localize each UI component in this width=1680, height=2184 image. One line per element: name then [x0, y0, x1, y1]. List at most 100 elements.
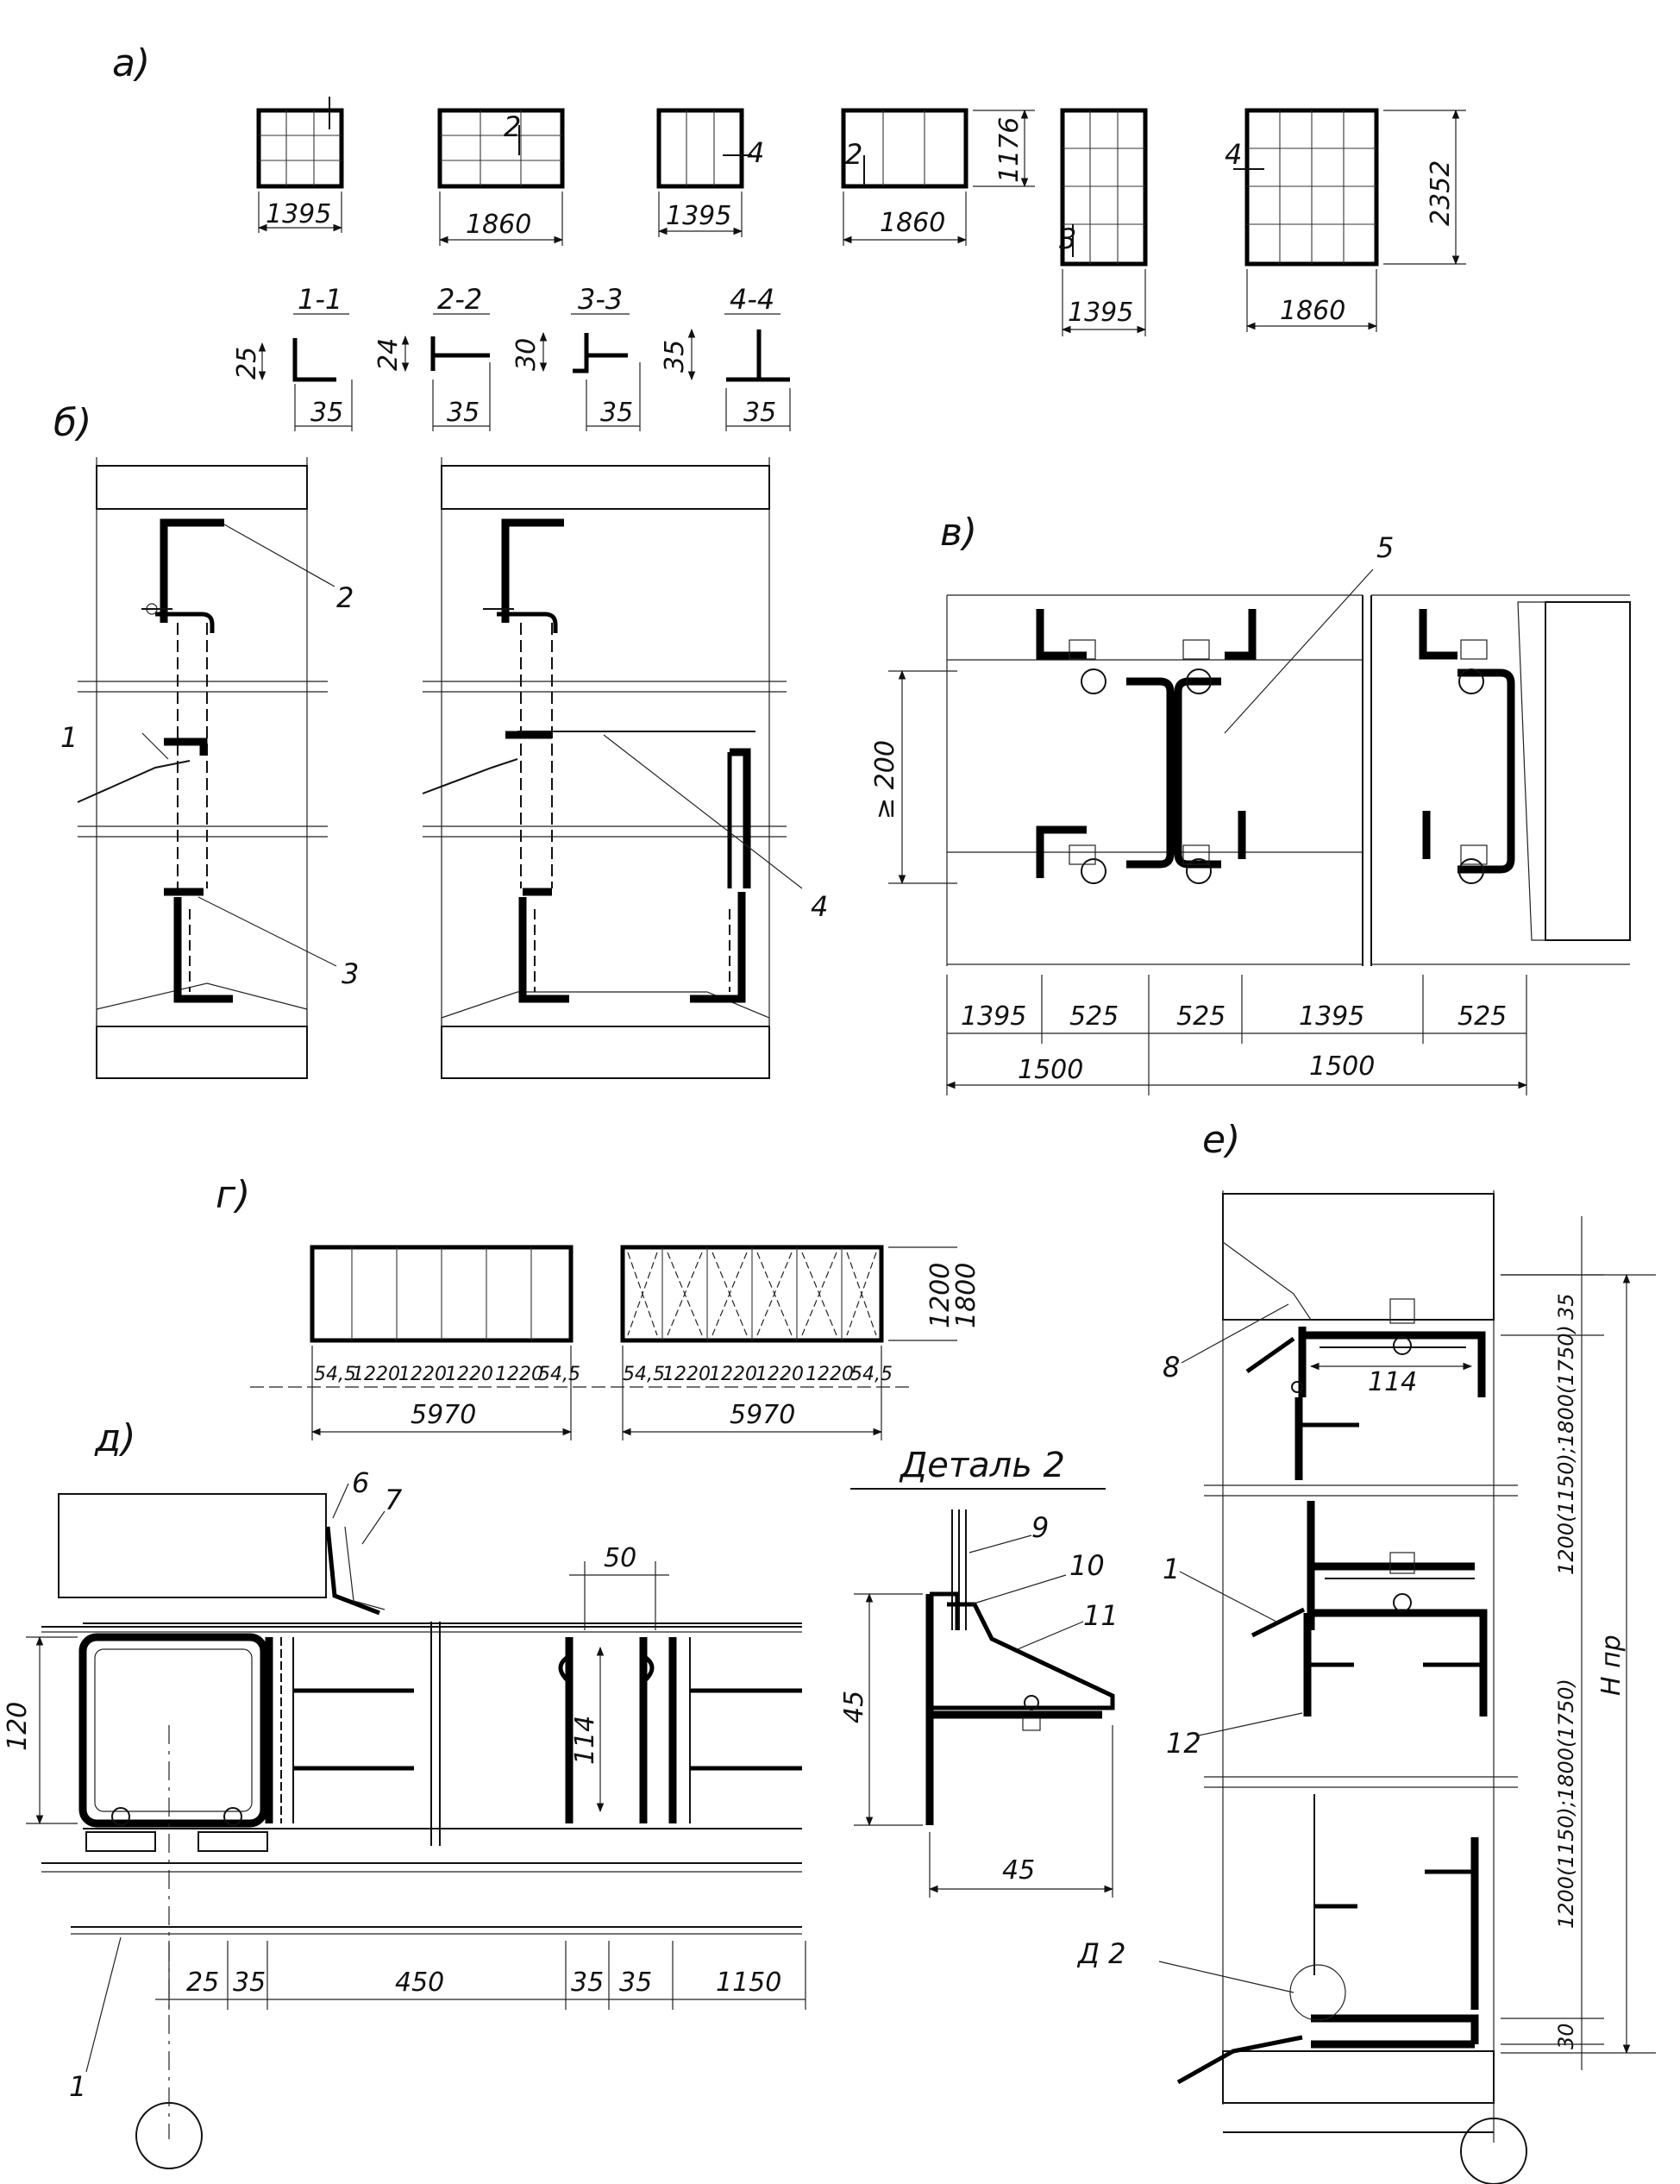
- callout-4: 4: [811, 890, 828, 923]
- panel-v-height: ≥ 200: [870, 740, 900, 819]
- detail-callout-11: 11: [1083, 1599, 1119, 1632]
- e-callout-d2: Д 2: [1076, 1937, 1126, 1970]
- g-right-d2: 1220: [709, 1364, 757, 1385]
- section-2-2: 2-2 24 35: [373, 283, 491, 431]
- frame-5-mark: 3: [1059, 223, 1076, 255]
- callout-5: 5: [1376, 531, 1394, 564]
- frame-2-mark: 2: [504, 110, 521, 143]
- frame-3-width: 1395: [666, 201, 731, 231]
- g-height-1800: 1800: [951, 1263, 981, 1328]
- frame-1-width: 1395: [266, 199, 331, 229]
- e-dim-hpr: H пр: [1596, 1635, 1627, 1696]
- section-3-3-h: 30: [511, 338, 542, 371]
- d-dim-25: 25: [186, 1967, 219, 1998]
- g-left-d5: 54,5: [538, 1364, 580, 1385]
- v-dim-525-c: 525: [1457, 1001, 1507, 1032]
- panel-b-right-detail: 4: [422, 457, 828, 1079]
- g-right-d4: 1220: [806, 1364, 854, 1385]
- section-3-3: 3-3 30 35: [511, 283, 641, 431]
- v-dim-525-a: 525: [1069, 1001, 1119, 1032]
- section-1-1: 1-1 25 35: [232, 283, 353, 431]
- callout-1: 1: [60, 721, 78, 754]
- panel-v-label: в): [940, 511, 977, 555]
- g-left-d0: 54,5: [314, 1364, 356, 1385]
- v-dim-525-b: 525: [1176, 1001, 1226, 1032]
- section-4-4-h: 35: [660, 340, 690, 373]
- callout-2: 2: [336, 581, 354, 614]
- detail-2: Деталь 2 9 10 11 45 45: [839, 1446, 1119, 1898]
- detail-2-title: Деталь 2: [899, 1446, 1065, 1485]
- g-right-d5: 54,5: [850, 1364, 893, 1385]
- v-dim-1500-a: 1500: [1018, 1055, 1083, 1085]
- d-dim-50: 50: [604, 1543, 636, 1573]
- detail-callout-9: 9: [1031, 1511, 1049, 1544]
- section-3-3-w: 35: [600, 398, 633, 428]
- frame-4-height: 1176: [994, 117, 1025, 183]
- panel-a: а) 1395 2 1860 4 1395: [112, 41, 1466, 431]
- d-dim-35-b: 35: [571, 1967, 604, 1998]
- panel-e-label: е): [1202, 1118, 1240, 1162]
- frame-1: 1395: [256, 97, 344, 233]
- frame-6: 4 1860 2352: [1225, 108, 1466, 332]
- detail-dim-45-h: 45: [1002, 1855, 1035, 1886]
- e-callout-12: 12: [1166, 1727, 1201, 1760]
- section-1-1-h: 25: [232, 347, 262, 380]
- e-dim-upper: 1200(1150);1800(1750): [1554, 1325, 1578, 1575]
- panel-g-bracing: [627, 1247, 877, 1340]
- g-total-right: 5970: [730, 1400, 795, 1430]
- panel-g: г) 1200 1800 54,5 1220 1220 1220 1220 54…: [216, 1173, 981, 1440]
- v-dim-1500-b: 1500: [1309, 1051, 1375, 1082]
- d-dim-450: 450: [395, 1967, 444, 1998]
- d-dim-35-a: 35: [233, 1967, 266, 1998]
- callout-3: 3: [342, 957, 359, 990]
- panel-b: б) 2 3 1: [53, 401, 828, 1079]
- e-dim-114: 114: [1368, 1367, 1417, 1397]
- section-1-1-w: 35: [310, 398, 343, 428]
- e-dim-35: 35: [1554, 1293, 1578, 1320]
- v-dim-1395-b: 1395: [1299, 1001, 1364, 1032]
- frame-4: 2 1860 1176: [841, 108, 1035, 246]
- section-1-1-title: 1-1: [298, 283, 342, 316]
- frame-3-mark: 4: [747, 136, 764, 169]
- g-total-left: 5970: [411, 1400, 476, 1430]
- section-2-2-title: 2-2: [437, 283, 482, 316]
- frame-2: 2 1860: [437, 108, 565, 246]
- panel-b-left-detail: 2 3 1: [60, 457, 359, 1079]
- g-left-d4: 1220: [495, 1364, 543, 1385]
- section-2-2-h: 24: [373, 338, 404, 371]
- section-4-4-w: 35: [743, 398, 776, 428]
- section-4-4-title: 4-4: [730, 283, 774, 316]
- g-left-d1: 1220: [352, 1364, 400, 1385]
- panel-b-label: б): [53, 401, 91, 445]
- d-dim-114: 114: [570, 1716, 600, 1765]
- frame-6-mark: 4: [1225, 138, 1242, 171]
- frame-3: 4 1395: [656, 108, 764, 237]
- e-callout-1: 1: [1163, 1553, 1180, 1585]
- section-3-3-title: 3-3: [578, 283, 623, 316]
- v-dim-1395-a: 1395: [961, 1001, 1026, 1032]
- d-callout-1: 1: [69, 2070, 86, 2103]
- frame-2-width: 1860: [466, 210, 531, 240]
- frame-4-mark: 2: [845, 138, 862, 171]
- frame-5: 3 1395: [1059, 108, 1148, 336]
- panel-g-label: г): [216, 1173, 250, 1217]
- e-callout-8: 8: [1163, 1351, 1180, 1384]
- panel-a-label: а): [112, 41, 150, 85]
- frame-6-width: 1860: [1280, 296, 1345, 326]
- g-left-d2: 1220: [398, 1364, 447, 1385]
- e-dim-30: 30: [1554, 2023, 1578, 2049]
- e-dim-lower: 1200(1150);1800(1750): [1554, 1679, 1578, 1929]
- detail-callout-10: 10: [1069, 1549, 1105, 1582]
- d-dim-35-c: 35: [619, 1967, 652, 1998]
- g-right-d1: 1220: [662, 1364, 711, 1385]
- d-dim-120: 120: [3, 1702, 33, 1751]
- frame-5-width: 1395: [1068, 298, 1133, 328]
- frame-6-height: 2352: [1426, 160, 1456, 226]
- g-right-d3: 1220: [755, 1364, 804, 1385]
- panel-d-label: д): [94, 1416, 136, 1460]
- panel-v: в) 5 ≥ 200 1395 525 525 1395 525 1500 15…: [870, 511, 1631, 1095]
- d-callout-6: 6: [352, 1466, 369, 1499]
- panel-e: е) 8 1 12 Д 2 114 35 1200(1150);: [1076, 1118, 1656, 2184]
- g-left-d3: 1220: [445, 1364, 493, 1385]
